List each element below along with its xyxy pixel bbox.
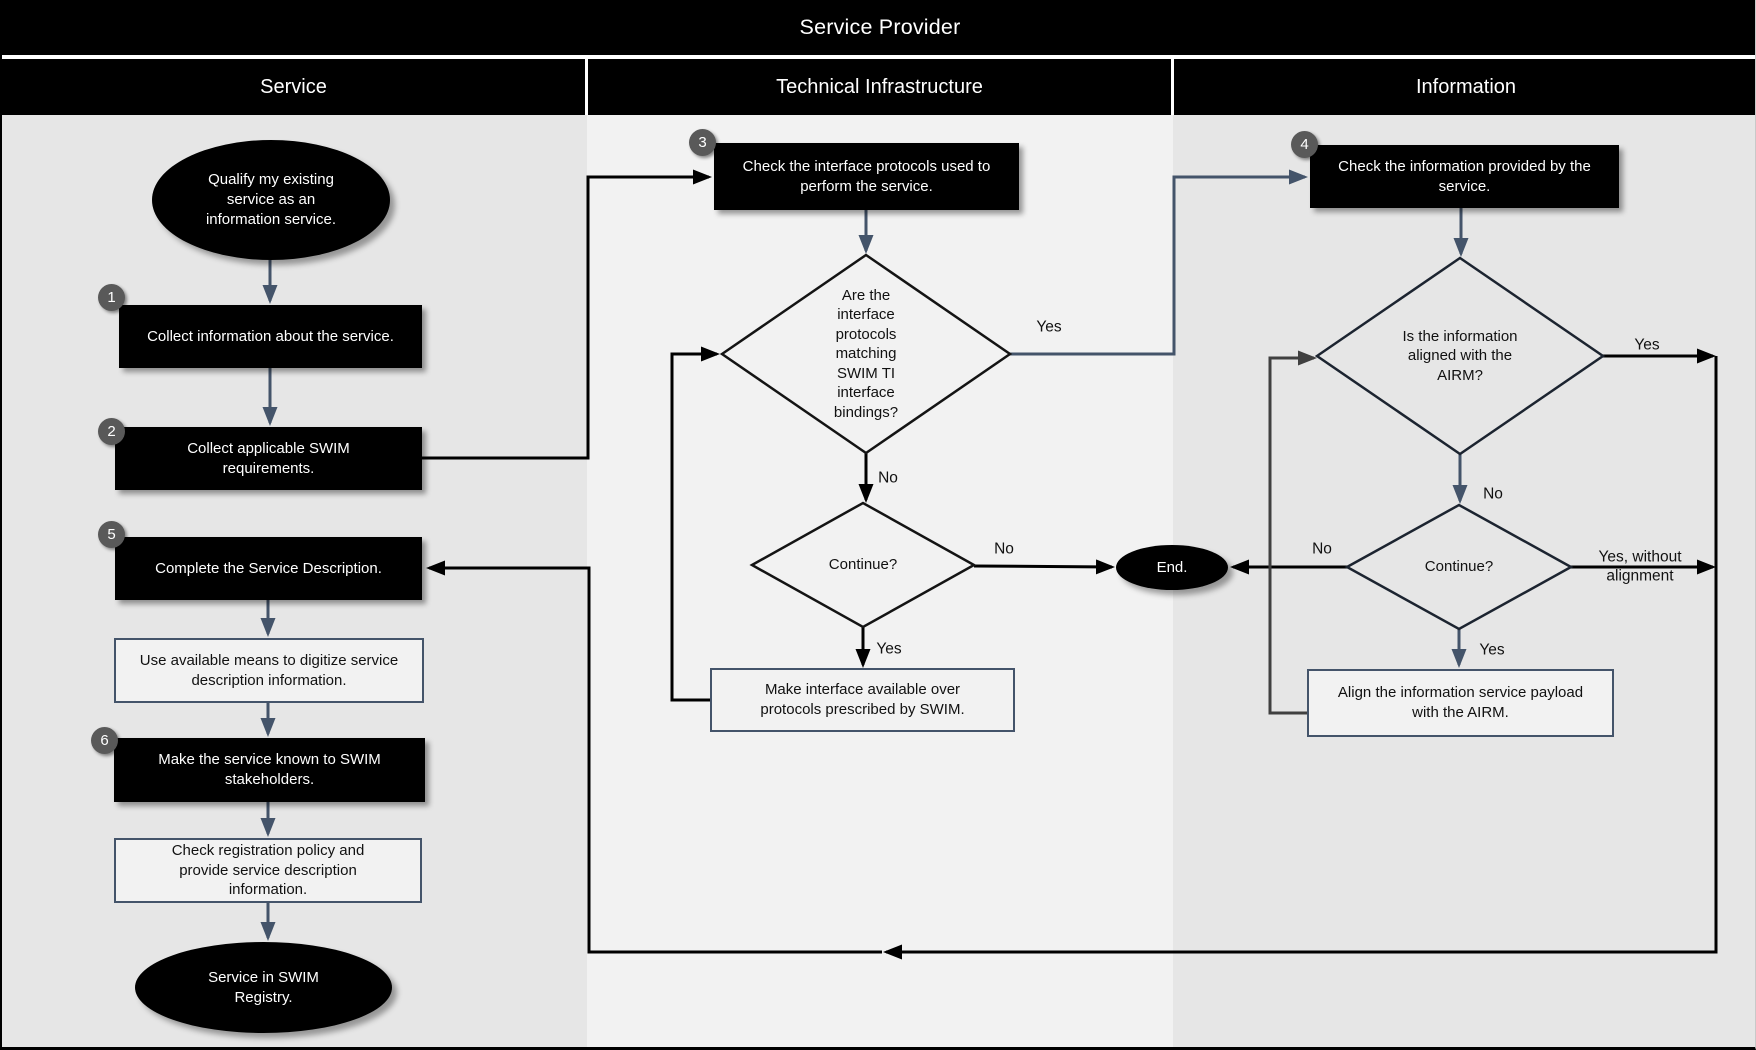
decision-continue-info-label: Continue?: [1424, 558, 1494, 576]
lane-header-technical-infrastructure: Technical Infrastructure: [588, 59, 1171, 115]
decision-protocols-match-shape: [719, 253, 1013, 455]
lane-header-information: Information: [1174, 59, 1755, 115]
label-continue-ti-yes: Yes: [876, 640, 902, 658]
terminator-end: End.: [1116, 545, 1228, 590]
label-continue-info-no: No: [1312, 540, 1332, 558]
step-badge-5: 5: [98, 521, 125, 548]
process-align-payload-with-airm: Align the information service payload wi…: [1307, 669, 1614, 737]
start-qualify-service: Qualify my existing service as an inform…: [152, 140, 390, 260]
step-badge-1: 1: [98, 284, 125, 311]
process-make-service-known: Make the service known to SWIM stakehold…: [114, 738, 425, 802]
step-badge-2: 2: [98, 418, 125, 445]
label-protocols-match-no: No: [878, 469, 898, 487]
decision-continue-info-shape: [1344, 503, 1574, 631]
decision-continue-ti-label: Continue?: [828, 556, 898, 574]
black-connectors: [422, 169, 1718, 960]
connector-bottom-loop-to-complete-sd: [426, 560, 882, 954]
process-make-interface-available: Make interface available over protocols …: [710, 668, 1015, 732]
connector-right-rail-bottom-loop: [883, 356, 1718, 960]
label-continue-info-yes-without-alignment: Yes, without alignment: [1598, 548, 1682, 585]
diagram-title: Service Provider: [2, 0, 1755, 55]
label-info-aligned-yes: Yes: [1634, 336, 1660, 354]
label-info-aligned-no: No: [1483, 485, 1503, 503]
end-service-in-swim-registry: Service in SWIM Registry.: [135, 942, 392, 1033]
process-digitize-service-description: Use available means to digitize service …: [114, 638, 424, 703]
process-check-information-provided: Check the information provided by the se…: [1310, 145, 1619, 208]
process-check-registration-policy: Check registration policy and provide se…: [114, 838, 422, 903]
step-badge-6: 6: [91, 727, 118, 754]
label-continue-info-yes: Yes: [1479, 641, 1505, 659]
connector-make-interface-loop-to-diamond: [670, 346, 720, 702]
connector-collect-swim-to-check-protocols: [422, 169, 712, 460]
decision-info-aligned-shape: [1314, 256, 1606, 456]
step-badge-4: 4: [1291, 131, 1318, 158]
lane-header-service: Service: [2, 59, 585, 115]
process-complete-service-description: Complete the Service Description.: [115, 537, 422, 600]
connector-align-loop-to-aligned-diamond: [1268, 350, 1317, 715]
decision-continue-ti-shape: [749, 501, 977, 629]
navy-connectors: [260, 169, 1469, 941]
label-protocols-match-yes: Yes: [1036, 318, 1062, 336]
process-collect-swim-requirements: Collect applicable SWIM requirements.: [115, 427, 422, 490]
connector-protocols-yes-to-check-information: [1010, 169, 1308, 356]
decision-info-aligned-label: Is the information aligned with the AIRM…: [1402, 327, 1518, 384]
connector-continue-ti-no-to-end: [973, 559, 1115, 575]
decision-protocols-match-label: Are the interface protocols matching SWI…: [833, 286, 899, 421]
process-collect-information: Collect information about the service.: [119, 305, 422, 368]
process-check-interface-protocols: Check the interface protocols used to pe…: [714, 143, 1019, 210]
label-continue-ti-no: No: [994, 540, 1014, 558]
step-badge-3: 3: [689, 129, 716, 156]
